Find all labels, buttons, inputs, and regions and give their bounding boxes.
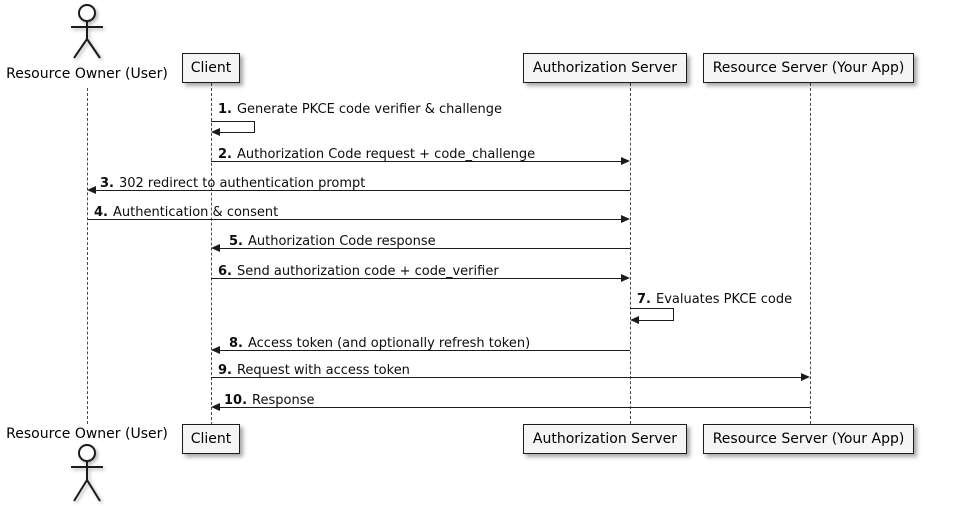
message-7-self-arrow (673, 308, 674, 320)
participant-resource-owner-bottom: Resource Owner (User) (6, 426, 168, 442)
message-text: Authentication & consent (112, 205, 279, 220)
message-number: 2. (218, 147, 232, 162)
lifeline-resource-server (810, 83, 811, 424)
message-2-arrowhead (621, 157, 630, 165)
message-7-arrowhead (630, 316, 639, 324)
participant-resource-server-top: Resource Server (Your App) (703, 53, 914, 83)
message-number: 5. (229, 234, 243, 249)
participant-resource-owner-top: Resource Owner (User) (6, 66, 168, 82)
message-7-label: 7. Evaluates PKCE code (637, 292, 792, 307)
message-3-arrowhead (87, 186, 96, 194)
message-number: 10. (224, 393, 248, 408)
message-number: 9. (218, 363, 232, 378)
message-10-arrowhead (211, 403, 220, 411)
message-6-arrow (211, 278, 622, 279)
participant-authorization-server-top: Authorization Server (523, 53, 687, 83)
message-1-self-arrow (220, 132, 255, 133)
lifeline-client (211, 83, 212, 425)
message-4-label: 4. Authentication & consent (94, 205, 278, 220)
message-5-arrowhead (211, 244, 220, 252)
message-text: Authorization Code request + code_challe… (236, 147, 536, 162)
message-4-arrow (88, 219, 622, 220)
message-text: Send authorization code + code_verifier (236, 264, 499, 279)
message-9-arrow (211, 377, 801, 378)
message-1-self-arrow (211, 121, 255, 122)
message-text: Response (252, 393, 315, 408)
participant-resource-server-bottom: Resource Server (Your App) (703, 424, 914, 454)
message-text: 302 redirect to authentication prompt (118, 176, 366, 191)
message-6-arrowhead (621, 274, 630, 282)
message-text: Evaluates PKCE code (655, 292, 793, 307)
message-10-label: 10. Response (224, 393, 314, 408)
participant-authorization-server-bottom: Authorization Server (523, 424, 687, 454)
message-5-arrow (220, 248, 630, 249)
message-4-arrowhead (621, 215, 630, 223)
message-1-label: 1. Generate PKCE code verifier & challeng… (218, 102, 502, 117)
message-3-arrow (96, 190, 630, 191)
message-7-self-arrow (639, 320, 674, 321)
message-text: Generate PKCE code verifier & challenge (236, 102, 503, 117)
participant-client-top: Client (182, 53, 240, 83)
message-number: 3. (100, 176, 114, 191)
message-5-label: 5. Authorization Code response (229, 234, 436, 249)
message-number: 7. (637, 292, 651, 307)
actor-icon (71, 4, 103, 59)
message-6-label: 6. Send authorization code + code_verifie… (218, 264, 499, 279)
message-2-arrow (211, 161, 622, 162)
message-8-arrow (220, 350, 630, 351)
message-number: 8. (229, 336, 243, 351)
message-text: Access token (and optionally refresh tok… (247, 336, 531, 351)
message-1-self-arrow (254, 121, 255, 132)
message-text: Authorization Code response (247, 234, 436, 249)
message-7-self-arrow (630, 308, 674, 309)
message-number: 6. (218, 264, 232, 279)
lifeline-authorization-server (630, 83, 631, 424)
message-number: 4. (94, 205, 108, 220)
message-text: Request with access token (236, 363, 410, 378)
message-10-arrow (220, 407, 810, 408)
message-3-label: 3. 302 redirect to authentication prompt (100, 176, 365, 191)
participant-client-bottom: Client (182, 424, 240, 454)
message-8-label: 8. Access token (and optionally refresh t… (229, 336, 530, 351)
actor-icon (71, 444, 103, 502)
lifeline-resource-owner (87, 88, 88, 424)
message-1-arrowhead (211, 128, 220, 136)
message-2-label: 2. Authorization Code request + code_chal… (218, 147, 535, 162)
message-number: 1. (218, 102, 232, 117)
message-9-label: 9. Request with access token (218, 363, 410, 378)
message-8-arrowhead (211, 346, 220, 354)
message-9-arrowhead (801, 373, 810, 381)
